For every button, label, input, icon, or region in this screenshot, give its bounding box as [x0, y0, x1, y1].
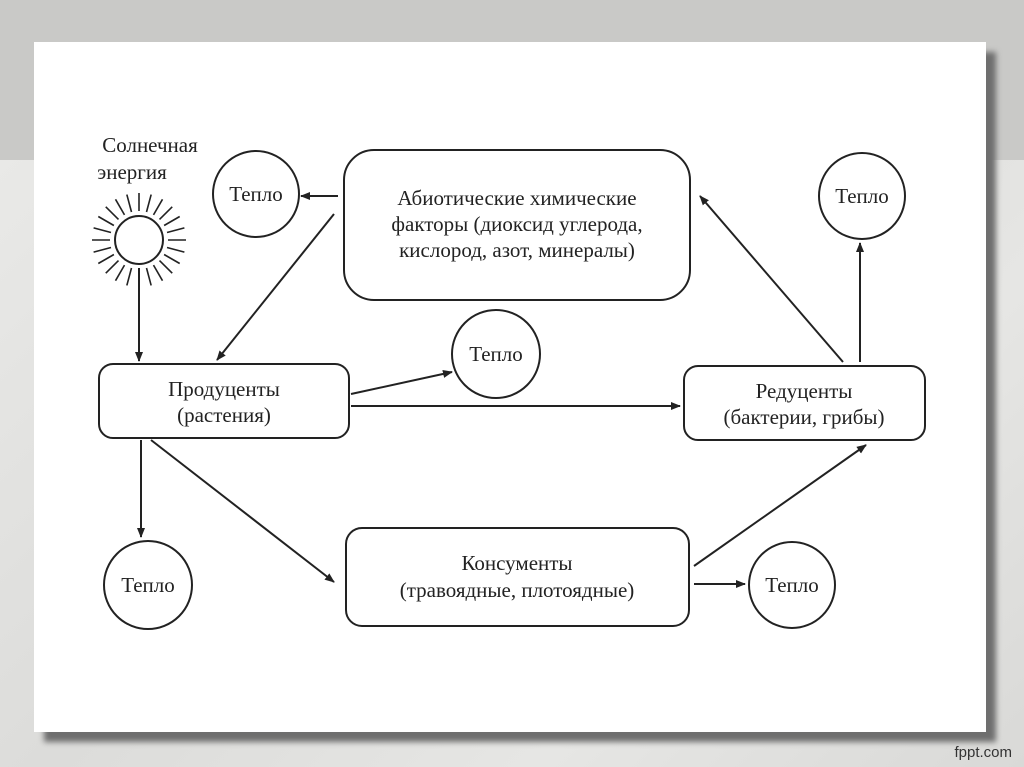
- sun-icon: [92, 193, 186, 287]
- heat-label: Тепло: [765, 573, 819, 597]
- arrow-abiotic-to-producers: [216, 213, 335, 361]
- sun-ray: [158, 206, 173, 221]
- sun-label-line2: энергия: [97, 160, 167, 184]
- arrow-producers-to-consumers: [150, 439, 335, 583]
- heat-label: Тепло: [121, 573, 175, 597]
- producers-line1: Продуценты: [168, 377, 280, 401]
- heat-circle-bottom-right: Тепло: [748, 541, 836, 629]
- reducers-line1: Редуценты: [756, 379, 853, 403]
- heat-circle-middle: Тепло: [451, 309, 541, 399]
- watermark: fppt.com: [954, 744, 1012, 761]
- sun-ray: [158, 259, 173, 274]
- heat-circle-top-right: Тепло: [818, 152, 906, 240]
- sun-ray: [163, 215, 181, 227]
- arrow-reducers-to-abiotic: [699, 195, 844, 363]
- sun-ray: [152, 264, 164, 282]
- abiotic-line1: Абиотические химические: [397, 186, 636, 210]
- arrow-consumers-to-reducers: [693, 444, 867, 567]
- sun-ray: [145, 267, 152, 286]
- heat-circle-bottom-left: Тепло: [103, 540, 193, 630]
- sun-label-line1: Солнечная: [102, 133, 198, 157]
- sun-ray: [126, 194, 133, 213]
- sun-ray: [114, 264, 126, 282]
- heat-circle-top-left: Тепло: [212, 150, 300, 238]
- sun-ray: [166, 227, 185, 234]
- consumers-line2: (травоядные, плотоядные): [400, 578, 635, 602]
- sun-ray: [93, 227, 112, 234]
- reducers-line2: (бактерии, грибы): [723, 405, 884, 429]
- reducers-box: Редуценты (бактерии, грибы): [683, 365, 926, 441]
- arrow-producers-to-heat: [350, 370, 453, 395]
- producers-box: Продуценты (растения): [98, 363, 350, 439]
- producers-line2: (растения): [177, 403, 271, 427]
- sun-ray: [105, 206, 120, 221]
- abiotic-line2: факторы (диоксид углерода,: [391, 212, 642, 236]
- heat-label: Тепло: [835, 184, 889, 208]
- consumers-box: Консументы (травоядные, плотоядные): [345, 527, 690, 627]
- abiotic-line3: кислород, азот, минералы): [399, 238, 635, 262]
- abiotic-factors-box: Абиотические химические факторы (диоксид…: [343, 149, 691, 301]
- sun-ray: [166, 246, 185, 253]
- sun-ray: [152, 198, 164, 216]
- sun-ray: [145, 194, 152, 213]
- sun-ray: [163, 253, 181, 265]
- sun-ray: [93, 246, 112, 253]
- sun-ray: [97, 253, 115, 265]
- sun-ray: [97, 215, 115, 227]
- consumers-line1: Консументы: [461, 551, 572, 575]
- sun-ray: [114, 198, 126, 216]
- heat-label: Тепло: [229, 182, 283, 206]
- sun-ray: [126, 267, 133, 286]
- heat-label: Тепло: [469, 342, 523, 366]
- sun-ray: [105, 259, 120, 274]
